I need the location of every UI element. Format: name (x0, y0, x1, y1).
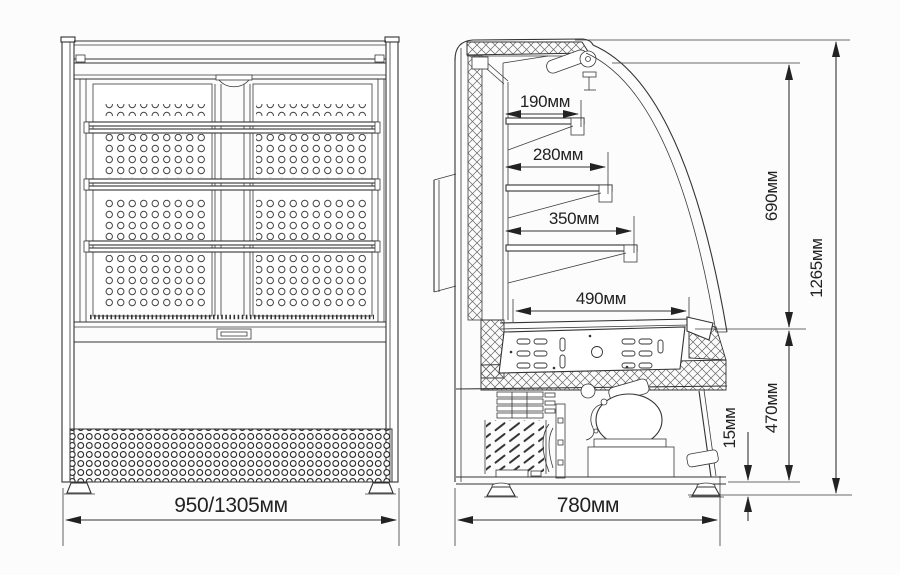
shelf-dim-350: 350мм (505, 209, 635, 253)
shelf-dim-190: 190мм (505, 92, 582, 127)
fan-bracket (542, 403, 566, 479)
front-shelf-3 (83, 240, 381, 253)
side-canopy (466, 41, 597, 91)
vent-hole (580, 383, 596, 399)
compressor (585, 378, 675, 478)
front-view: 950/1305мм (60, 36, 400, 546)
rear-handle (433, 173, 457, 293)
front-display-cavity (79, 79, 385, 322)
dim-label-height-470: 470мм (762, 383, 781, 433)
dim-label-height-690: 690мм (762, 171, 781, 221)
dim-label-depth-780: 780мм (557, 494, 619, 517)
dim-label-shelf-280: 280мм (533, 145, 583, 164)
front-base (62, 321, 398, 495)
lamp (546, 49, 597, 74)
dim-label-height-1265: 1265мм (807, 238, 826, 297)
deck-dim-490: 490мм (512, 289, 690, 328)
height-dimensions: 690мм 470мм 1265мм 15мм (575, 39, 852, 521)
condenser-coil (484, 420, 547, 478)
front-cabinet-frame (60, 36, 400, 483)
condenser-manifold (496, 391, 556, 419)
front-shelf-2 (83, 178, 381, 191)
front-support-column (686, 389, 719, 478)
center-divider (214, 84, 251, 316)
side-shelf-1 (505, 117, 585, 151)
deck-slots (509, 334, 664, 370)
dim-1265: 1265мм (807, 41, 840, 494)
front-width-dimension: 950/1305мм (62, 488, 400, 546)
side-shelf-3 (505, 244, 638, 284)
deck-end-cap (686, 316, 714, 341)
side-view: 190мм 280мм 350мм 490мм (433, 38, 852, 546)
dim-label-deck-490: 490мм (576, 289, 626, 308)
ventilation-grille (69, 428, 393, 483)
front-shelf-1 (83, 121, 381, 134)
bumper (686, 449, 719, 468)
shelf-dim-280: 280мм (505, 145, 609, 194)
dim-label-clearance-15: 15мм (720, 407, 739, 448)
divider-handle (215, 74, 253, 81)
front-foot-right (368, 482, 394, 494)
dim-label-shelf-350: 350мм (549, 209, 599, 228)
dim-690: 690мм (762, 64, 793, 328)
side-depth-dimension: 780мм (454, 476, 721, 546)
front-light-bar (74, 62, 386, 88)
front-foot-left (66, 482, 92, 494)
dim-label-shelf-190: 190мм (520, 92, 570, 111)
dim-label-front-width: 950/1305мм (174, 494, 287, 517)
dim-470: 470мм (762, 330, 793, 481)
machinery-compartment (455, 378, 728, 498)
canopy-bracket (582, 71, 597, 91)
side-shelf-2 (505, 184, 613, 219)
dim-15: 15мм (720, 407, 752, 521)
side-foot-left (484, 482, 518, 498)
display-deck (480, 316, 727, 391)
